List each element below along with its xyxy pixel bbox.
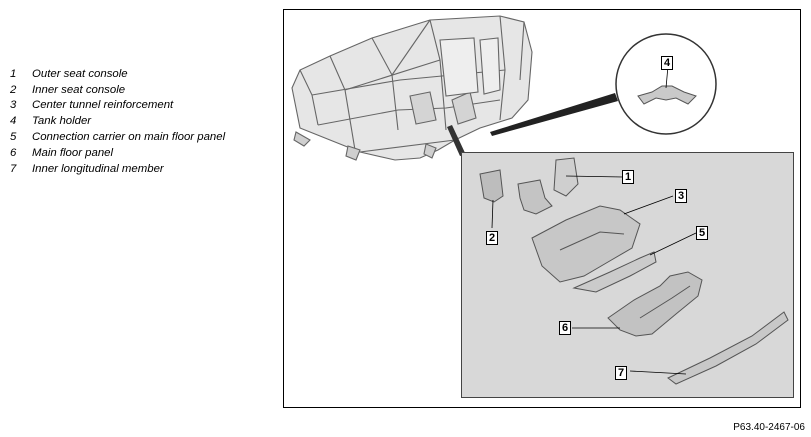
legend-item: 5 Connection carrier on main floor panel <box>10 129 225 145</box>
legend-number: 3 <box>10 99 17 112</box>
legend-number: 7 <box>10 162 17 175</box>
tank-holder-inset <box>615 33 717 135</box>
legend-item: 6 Main floor panel <box>10 145 225 161</box>
legend-label: Inner seat console <box>32 83 126 96</box>
legend-label: Inner longitudinal member <box>32 162 164 175</box>
part-outer-seat-console <box>517 157 624 215</box>
callout-3: 3 <box>675 189 688 203</box>
legend-item: 4 Tank holder <box>10 113 225 129</box>
legend-label: Outer seat console <box>32 67 128 80</box>
detail-leader <box>447 125 466 156</box>
legend-item: 7 Inner longitudinal member <box>10 161 225 177</box>
callout-1: 1 <box>622 170 635 184</box>
legend-item: 3 Center tunnel reinforcement <box>10 98 225 114</box>
legend-label: Tank holder <box>32 115 92 128</box>
callout-4: 4 <box>661 56 674 70</box>
callout-7: 7 <box>615 366 628 380</box>
part-main-floor-panel <box>572 271 703 337</box>
part-inner-seat-console <box>479 169 504 229</box>
legend-number: 4 <box>10 115 17 128</box>
legend-label: Connection carrier on main floor panel <box>32 131 226 144</box>
part-inner-longitudinal-member <box>629 311 789 385</box>
figure-reference-code: P63.40-2467-06 <box>733 422 805 433</box>
legend-item: 1 Outer seat console <box>10 66 225 82</box>
legend-number: 5 <box>10 131 17 144</box>
callout-2: 2 <box>486 231 499 245</box>
magnifier-leader <box>490 93 618 136</box>
legend-number: 6 <box>10 146 17 159</box>
legend-label: Main floor panel <box>32 146 114 159</box>
part-connection-carrier <box>572 232 697 293</box>
legend-number: 1 <box>10 67 17 80</box>
part-center-tunnel-reinforcement <box>531 195 674 283</box>
callout-6: 6 <box>559 321 572 335</box>
car-body-shell <box>291 15 533 161</box>
legend-label: Center tunnel reinforcement <box>32 99 174 112</box>
legend-item: 2 Inner seat console <box>10 82 225 98</box>
legend-number: 2 <box>10 83 17 96</box>
callout-5: 5 <box>696 226 709 240</box>
